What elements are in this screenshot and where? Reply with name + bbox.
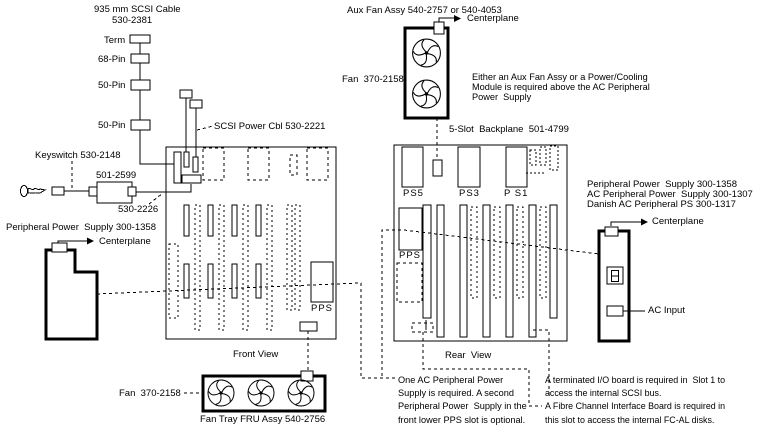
right-centerplane-line (610, 221, 641, 226)
aux-centerplane-line (438, 17, 454, 22)
io-note-leader (533, 329, 550, 397)
right-ps-labels: Peripheral Power Supply 300-1358 AC Peri… (587, 179, 753, 210)
aux-centerplane-label: Centerplane (467, 13, 519, 24)
fan-tray-fan-label: Fan 370-2158 (119, 388, 181, 399)
scsi-cable-part: 530-2381 (112, 15, 153, 26)
rear-top-right-cluster (526, 145, 559, 174)
front-conn-b (192, 156, 199, 173)
cable-2226-leader (148, 192, 164, 205)
front-chassis-outline (165, 146, 337, 340)
pin50-label-2: 50-Pin (98, 120, 126, 131)
rear-pps-box (398, 207, 423, 251)
rear-pps-label: PPS (399, 250, 422, 261)
fan-tray-label: Fan Tray FRU Assy 540-2756 (200, 414, 326, 425)
extender-part-label: 501-2599 (96, 170, 137, 181)
keyswitch-plug (51, 186, 65, 196)
right-power-supply-outline (597, 229, 631, 343)
fan-tray-outline (201, 374, 327, 413)
solid-linework (20, 17, 645, 342)
arrowheads (87, 15, 648, 245)
front-slot-bars (183, 204, 262, 299)
right-centerplane-label: Centerplane (652, 216, 704, 227)
aux-fan-note: Either an Aux Fan Assy or a Power/Coolin… (472, 72, 650, 102)
scsi-power-plug-2 (189, 99, 203, 109)
aux-fan-label: Fan 370-2158 (342, 74, 404, 85)
backplane-connector (432, 159, 443, 177)
ps1-box (505, 146, 528, 188)
ps5-label: PS5 (403, 188, 424, 199)
extender-plug-right (127, 186, 137, 197)
ps1-label: P S1 (504, 188, 529, 199)
scsi-power-plug-1 (179, 89, 193, 99)
68pin-connector (130, 53, 150, 64)
aux-fan-title: Aux Fan Assy 540-2757 or 540-4053 (347, 5, 502, 16)
pin50-label-1: 50-Pin (98, 80, 126, 91)
keyswitch-extender-box (96, 181, 133, 204)
leftps-centerplane-connector (51, 242, 68, 253)
keyswitch-label: Keyswitch 530-2148 (35, 150, 121, 161)
pin68-label: 68-Pin (98, 54, 126, 65)
rear-dashed-guides (470, 206, 547, 299)
scsi-power-label-leader (196, 125, 214, 131)
fantray-top-connector (300, 370, 314, 382)
term-label: Term (104, 35, 126, 46)
key-icon (20, 185, 47, 197)
auxfan-centerplane-connector (433, 21, 445, 35)
left-ps-label: Peripheral Power Supply 300-1358 (6, 222, 156, 233)
arrow-icon (641, 218, 648, 226)
cable-2226-label: 530-2226 (118, 204, 159, 215)
front-conn-tall (173, 151, 182, 184)
front-pps-label: PPS (311, 303, 334, 314)
left-power-supply-outline (44, 248, 99, 341)
front-dashed-guides (168, 204, 301, 331)
keyswitch-wire-right (136, 184, 192, 193)
front-conn-a (183, 151, 190, 168)
arrow-icon (87, 237, 94, 245)
dashed-linework (71, 118, 600, 407)
scsi-cable-title: 935 mm SCSI Cable (94, 4, 181, 15)
extender-plug-left (88, 186, 98, 197)
50pin-connector-2 (130, 119, 151, 131)
rear-chassis-outline (393, 144, 568, 342)
front-view-label: Front View (233, 349, 279, 360)
front-bottom-connector (299, 321, 318, 332)
fibre-note-leader (422, 332, 542, 407)
50pin-connector-1 (130, 79, 151, 91)
pps-note: One AC Peripheral Power Supply is requir… (398, 375, 527, 425)
ac-input-connector (606, 305, 624, 317)
backplane-label: 5-Slot Backplane 501-4799 (449, 124, 569, 135)
term-connector (129, 34, 151, 44)
arrow-icon (454, 15, 461, 22)
io-note: A terminated I/O board is required in Sl… (545, 375, 726, 425)
rear-view-label: Rear View (445, 350, 492, 361)
rearpps-rightps-leader (381, 229, 600, 376)
front-pps-box (310, 261, 334, 303)
ps3-label: PS3 (459, 188, 480, 199)
scsi-power-cable-label: SCSI Power Cbl 530-2221 (214, 121, 326, 132)
rear-slot-bars (422, 204, 558, 338)
aux-fan-outline (403, 26, 450, 120)
left-centerplane-label: Centerplane (99, 236, 151, 247)
leftps-pps-note-leader (96, 282, 396, 379)
ps5-box (401, 146, 424, 188)
ac-input-label: AC Input (648, 305, 685, 316)
rightps-centerplane-connector (604, 226, 619, 237)
left-centerplane-line (57, 240, 87, 243)
rear-bottom-dashed-box (411, 322, 434, 333)
front-conn-horiz (181, 174, 202, 184)
ps3-box (457, 146, 481, 188)
rear-pps-optional-slot (396, 262, 423, 303)
